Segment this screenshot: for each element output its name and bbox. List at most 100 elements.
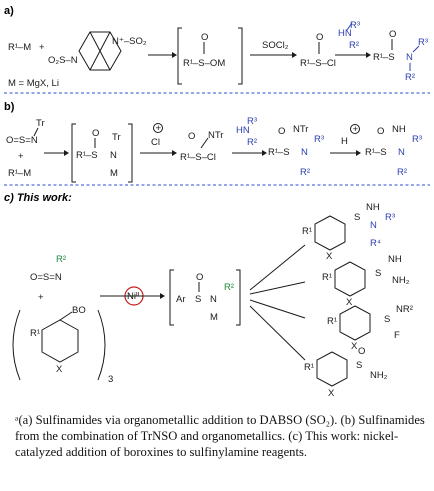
panel-b-plus: + [18, 151, 24, 162]
sulfinyl-chloride: R¹–S–Cl [300, 58, 336, 69]
svg-text:S: S [354, 212, 360, 223]
dabso-so2-left: O₂S–N [48, 55, 78, 66]
prod2-r2: R² [397, 167, 407, 178]
dabso-so2-right: N⁺–SO₂ [112, 36, 147, 47]
figure-caption: ᵃ(a) Sulfinamides via organometallic add… [15, 413, 425, 459]
product-a-oxygen: O [389, 29, 396, 40]
cl-plus-charge [153, 123, 163, 133]
int-b-n: N [110, 150, 117, 161]
svg-text:R¹: R¹ [327, 316, 337, 327]
amine-r2: R² [349, 40, 359, 51]
prod1-r2: R² [300, 167, 310, 178]
paren-right [97, 309, 106, 381]
svg-text:X: X [326, 251, 333, 262]
svg-text:+: + [353, 124, 359, 135]
panel-a-plus: + [39, 42, 45, 53]
proton-reagent: H [341, 136, 348, 147]
prod2-nh: NH [392, 124, 406, 135]
product-c3: R¹ X S NR² F [327, 304, 413, 352]
bracket-right [238, 27, 243, 85]
int-b-metal: M [110, 168, 118, 179]
prod2-core: R¹–S [365, 147, 387, 158]
product-a-n: N [406, 52, 413, 63]
prod2-oxygen: O [377, 126, 384, 137]
arrow-to-sulfonimidoyl-fluoride [249, 299, 306, 319]
panel-b-label: b) [4, 101, 15, 113]
svg-text:NH₂: NH₂ [392, 275, 410, 286]
panel-c-plus: + [38, 292, 44, 303]
trnso-tr: Tr [36, 118, 45, 129]
sulfinate-oxygen: O [201, 32, 208, 43]
svg-text:X: X [328, 388, 335, 399]
bracket-c-left [169, 269, 174, 326]
reaction-scheme: a) R¹–M + O₂S–N N⁺–SO₂ M = MgX, Li O R¹–… [4, 5, 430, 399]
sulfonimidoyl-ntr: NTr [208, 130, 223, 141]
bracket-b-left [71, 123, 76, 183]
svg-text:X: X [346, 297, 353, 308]
product-a-core: R¹–S [373, 52, 395, 63]
svg-text:S: S [375, 268, 381, 279]
int-c-r2: R² [224, 282, 234, 293]
int-b-tr: Tr [112, 132, 121, 143]
sulfinate-label: R¹–S–OM [183, 58, 225, 69]
int-c-sulfur: S [195, 294, 201, 305]
arrow-to-sulfinamide [249, 305, 306, 361]
amine-b-r3: R³ [247, 116, 257, 127]
svg-text:R¹: R¹ [304, 362, 314, 373]
svg-text:NH: NH [388, 254, 402, 265]
svg-text:R⁴: R⁴ [370, 238, 381, 249]
svg-text:R³: R³ [385, 212, 395, 223]
paren-left [12, 309, 21, 381]
int-b-oxygen: O [92, 128, 99, 139]
int-b-core: R¹–S [76, 150, 98, 161]
svg-text:R¹: R¹ [322, 272, 332, 283]
svg-text:NR²: NR² [396, 304, 413, 315]
panel-b-organometallic: R¹–M [8, 168, 31, 179]
svg-text:O: O [358, 346, 365, 357]
sulfinylamine-reagent: O=S=N [30, 272, 62, 283]
amine-b-r2: R² [247, 137, 257, 148]
amine-b-hn: HN [236, 125, 250, 136]
svg-text:X: X [351, 341, 358, 352]
amine-hn: HN [338, 28, 352, 39]
product-c4: R¹ X S O NH₂ [304, 346, 388, 399]
chloride-oxygen: O [316, 32, 323, 43]
boroxine-bo: BO [72, 305, 86, 316]
panel-c-label: c) This work: [4, 192, 72, 204]
product-c1: R¹ X S NH N R³ R⁴ [302, 202, 395, 262]
cl-plus-reagent: Cl [151, 137, 160, 148]
svg-text:F: F [394, 330, 400, 341]
arrow-to-sulfonimidamide-nh2 [249, 281, 306, 295]
bracket-c-right [236, 269, 241, 326]
prod1-r3: R³ [314, 134, 324, 145]
boroxine-aryl-ring [41, 319, 79, 363]
svg-text:N: N [370, 220, 377, 231]
int-c-metal: M [210, 312, 218, 323]
socl2-reagent: SOCl₂ [262, 40, 289, 51]
dabso-structure [78, 31, 122, 71]
amine-r3: R³ [350, 20, 360, 31]
svg-text:R¹: R¹ [302, 226, 312, 237]
int-c-nitrogen: N [210, 294, 217, 305]
svg-text:NH: NH [366, 202, 380, 213]
panel-a-arrowhead-1 [172, 52, 177, 58]
boroxine-x: X [56, 364, 63, 375]
svg-text:NH₂: NH₂ [370, 370, 388, 381]
boroxine-subscript: 3 [108, 374, 113, 385]
sulfinylamine-r2: R² [56, 254, 66, 265]
product-a-r3: R³ [418, 37, 428, 48]
panel-a-metal-definition: M = MgX, Li [8, 78, 59, 89]
boroxine-r1: R¹ [30, 328, 40, 339]
prod1-ntr: NTr [293, 124, 308, 135]
prod1-core: R¹–S [268, 147, 290, 158]
trnso-reagent: O=S=N [6, 135, 38, 146]
prod1-n: N [301, 147, 308, 158]
prod2-r3: R³ [412, 134, 422, 145]
int-c-aryl: Ar [176, 294, 186, 305]
svg-text:S: S [356, 360, 362, 371]
bracket-b-right [128, 123, 133, 183]
svg-text:S: S [384, 314, 390, 325]
arrow-to-sulfonimidamide [249, 244, 306, 291]
prod2-n: N [398, 147, 405, 158]
panel-a-organometallic: R¹–M [8, 42, 31, 53]
